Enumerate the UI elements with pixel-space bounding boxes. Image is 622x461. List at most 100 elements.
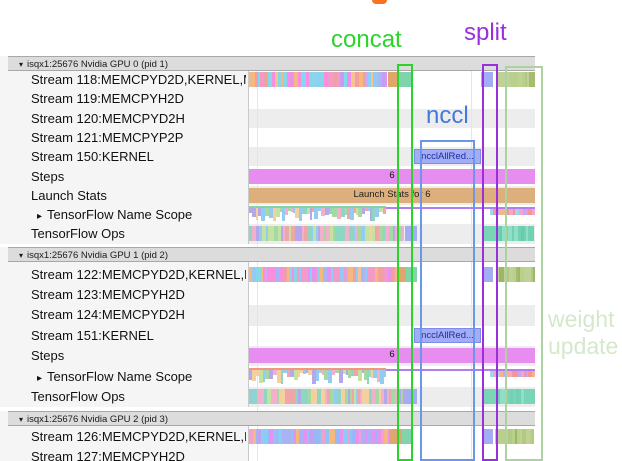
track-label-text: Stream 124:MEMCPYD2H [31, 307, 185, 323]
trace-event-slice [337, 72, 340, 87]
event-segment[interactable] [482, 266, 493, 282]
trace-event-slice [312, 206, 314, 213]
trace-event-slice [301, 266, 305, 282]
trace-event-slice [347, 429, 349, 444]
trace-event-slice [361, 226, 365, 242]
trace-event-slice [375, 266, 378, 282]
trace-event-slice [371, 367, 373, 378]
collapse-triangle-icon[interactable]: ▾ [19, 60, 24, 69]
trace-event-slice [282, 206, 285, 222]
trace-event-slice [368, 72, 371, 87]
process-header-isqx1-gpu0[interactable]: ▾isqx1:25676 Nvidia GPU 0 (pid 1) [8, 56, 535, 71]
trace-event-slice [370, 206, 372, 222]
event-stripe-cluster[interactable] [490, 370, 535, 377]
steps-bar[interactable]: 6 [249, 348, 535, 364]
process-header-isqx1-gpu2[interactable]: ▾isqx1:25676 Nvidia GPU 2 (pid 3) [8, 411, 535, 426]
nccl-annotation-label: nccl [426, 102, 469, 129]
trace-event-slice [355, 72, 359, 87]
event-stripe-cluster[interactable] [249, 429, 390, 444]
trace-event-slice [295, 226, 298, 242]
nccl-allreduce-bar[interactable]: ncclAllRed... [414, 149, 481, 165]
trace-event-slice [356, 206, 358, 216]
trace-event-slice [257, 388, 261, 404]
trace-event-slice [321, 206, 325, 217]
trace-event-slice [263, 266, 265, 282]
trace-event-slice [502, 209, 506, 216]
trace-event-slice [349, 429, 352, 444]
event-segment[interactable] [483, 388, 497, 404]
process-header-isqx1-gpu1[interactable]: ▾isqx1:25676 Nvidia GPU 1 (pid 2) [8, 247, 535, 262]
trace-event-slice [332, 206, 335, 218]
trace-event-slice [311, 388, 314, 404]
trace-event-slice [378, 429, 381, 444]
trace-event-slice [497, 388, 500, 404]
trace-event-slice [352, 388, 354, 404]
track-label-text: Stream 118:MEMCPYD2D,KERNEL,ME [31, 72, 246, 87]
expand-triangle-icon[interactable]: ▸ [37, 211, 43, 223]
name-scope-flame-cluster[interactable] [249, 206, 386, 223]
trace-event-slice [500, 388, 503, 404]
trace-event-slice [533, 266, 535, 282]
launch-stats-bar[interactable]: Launch Stats for 6 [249, 187, 535, 203]
trace-event-slice [308, 388, 311, 404]
event-stripe-cluster[interactable] [249, 72, 388, 87]
event-segment[interactable] [483, 429, 493, 444]
trace-event-slice [514, 72, 518, 87]
trace-event-slice [272, 226, 274, 242]
name-scope-flame-cluster[interactable] [249, 367, 386, 385]
trace-event-slice [515, 209, 519, 216]
trace-event-slice [518, 388, 521, 404]
event-segment[interactable] [402, 429, 413, 444]
collapse-triangle-icon[interactable]: ▾ [19, 251, 24, 260]
trace-event-slice [368, 206, 370, 212]
event-stripe-cluster[interactable] [249, 266, 397, 282]
trace-event-slice [358, 206, 362, 218]
event-segment[interactable] [483, 226, 497, 242]
event-segment[interactable] [388, 72, 399, 87]
trace-event-slice [341, 226, 345, 242]
trace-event-slice [363, 72, 366, 87]
trace-event-slice [333, 226, 335, 242]
event-stripe-cluster[interactable] [249, 226, 405, 242]
track-label-tensorflow-name-scope[interactable]: ▸TensorFlow Name Scope [0, 367, 246, 387]
trace-event-slice [375, 388, 379, 404]
event-segment[interactable] [390, 429, 402, 444]
nccl-allreduce-bar[interactable]: ncclAllRed... [414, 327, 481, 343]
trace-event-slice [383, 206, 386, 215]
event-stripe-cluster[interactable] [249, 388, 405, 404]
trace-event-slice [526, 429, 530, 444]
trace-event-slice [385, 226, 389, 242]
trace-event-slice [309, 429, 311, 444]
trace-event-slice [516, 266, 518, 282]
trace-event-slice [500, 370, 503, 377]
trace-event-slice [252, 72, 255, 87]
trace-event-slice [306, 367, 308, 373]
trace-event-slice [518, 72, 522, 87]
track-label-tensorflow-name-scope[interactable]: ▸TensorFlow Name Scope [0, 205, 246, 224]
trace-event-slice [322, 367, 324, 375]
trace-event-slice [365, 266, 367, 282]
collapse-triangle-icon[interactable]: ▾ [19, 415, 24, 424]
trace-event-slice [387, 388, 389, 404]
clipped-orange-glyph [372, 0, 387, 4]
trace-event-slice [310, 206, 312, 221]
trace-event-slice [268, 226, 272, 242]
trace-event-slice [525, 72, 527, 87]
event-segment[interactable] [397, 266, 406, 282]
trace-event-slice [263, 367, 265, 382]
steps-bar[interactable]: 6 [249, 168, 535, 184]
track-label-text: Stream 123:MEMCPYH2D [31, 286, 185, 302]
trace-event-slice [291, 206, 293, 213]
event-segment[interactable] [399, 72, 413, 87]
event-segment[interactable] [481, 72, 493, 87]
trace-event-slice [384, 367, 386, 377]
trace-event-slice [259, 226, 262, 242]
expand-triangle-icon[interactable]: ▸ [37, 372, 43, 384]
trace-event-slice [319, 367, 322, 373]
trace-event-slice [269, 388, 271, 404]
trace-event-slice [252, 367, 256, 381]
trace-event-slice [375, 226, 379, 242]
trace-event-slice [298, 226, 302, 242]
trace-event-slice [351, 367, 354, 376]
event-stripe-cluster[interactable] [497, 388, 535, 404]
